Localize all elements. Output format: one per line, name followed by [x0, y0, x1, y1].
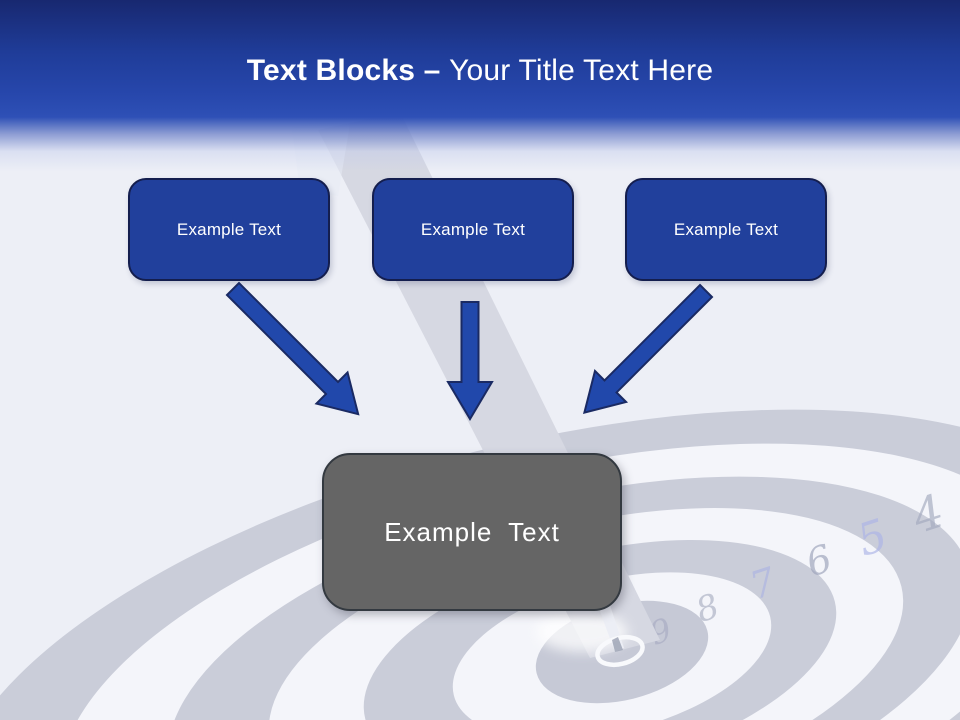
arrow-connector-right [582, 283, 714, 415]
dart-tip [612, 637, 623, 652]
dartboard-number: 8 [691, 586, 724, 631]
result-block: Example Text [322, 453, 622, 611]
dartboard-number: 9 [645, 610, 676, 652]
dartboard-number: 7 [745, 559, 782, 609]
arrow-connector-middle [446, 301, 494, 421]
arrow-connector-left [225, 281, 360, 416]
bull-glow [536, 612, 628, 652]
dartboard-number: 4 [905, 484, 950, 545]
slide-title: Text Blocks – Your Title Text Here [0, 54, 960, 88]
text-block-2: Example Text [372, 178, 574, 281]
text-block-2-label: Example Text [420, 219, 526, 239]
dartboard-number: 6 [801, 536, 838, 585]
title-regular-text: Your Title Text Here [449, 54, 714, 87]
result-block-label: Example Text [384, 516, 560, 547]
dartboard-number: 5 [851, 510, 893, 567]
text-block-3: Example Text [625, 178, 827, 281]
text-block-1-label: Example Text [176, 219, 282, 239]
text-block-3-label: Example Text [673, 219, 779, 239]
dartboard-numbers: 9 8 7 6 5 4 [645, 484, 950, 653]
title-bold-text: Text Blocks – [246, 54, 450, 87]
header-banner [0, 0, 960, 172]
bullseye-ring [595, 634, 645, 668]
text-block-1: Example Text [128, 178, 330, 281]
